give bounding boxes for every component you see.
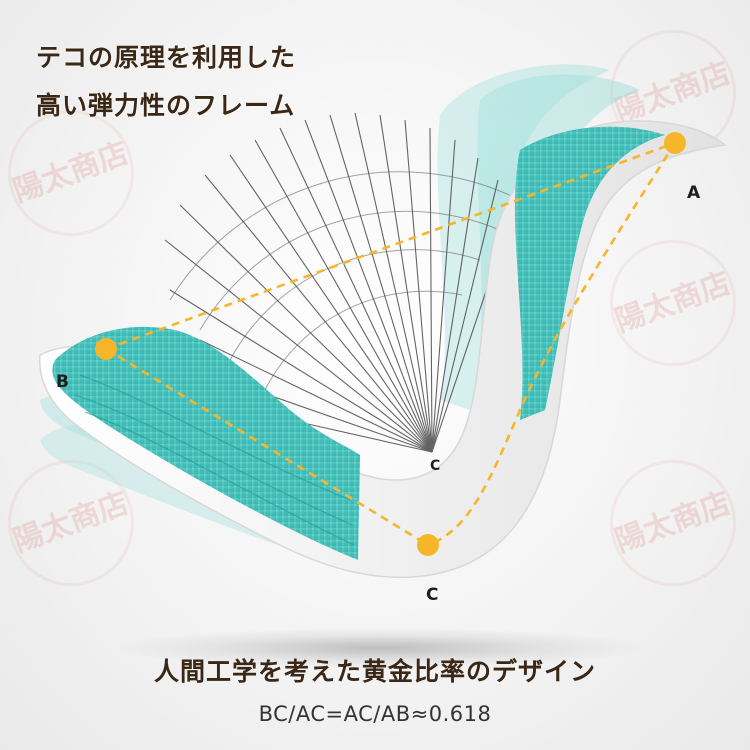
headline-line-1: テコの原理を利用した bbox=[36, 43, 297, 72]
seat-ribs bbox=[74, 374, 355, 546]
angle-fan bbox=[164, 112, 516, 453]
point-a-dot bbox=[664, 132, 686, 154]
point-a-label: A bbox=[687, 183, 701, 203]
headline-line-2: 高い弾力性のフレーム bbox=[36, 91, 296, 120]
floor-shadow bbox=[120, 628, 640, 668]
point-b-dot bbox=[95, 338, 117, 360]
point-c-dot bbox=[417, 534, 439, 556]
design-subtitle: 人間工学を考えた黄金比率のデザイン bbox=[153, 657, 596, 686]
golden-ratio-formula: BC/AC=AC/AB≈0.618 bbox=[258, 702, 492, 726]
point-c-label: C bbox=[426, 585, 438, 605]
seat-cushion bbox=[52, 326, 360, 560]
golden-ratio-lines bbox=[105, 141, 677, 547]
backrest-cushion bbox=[515, 126, 665, 420]
point-b-label: B bbox=[56, 372, 69, 392]
center-point-label: C bbox=[430, 458, 440, 474]
